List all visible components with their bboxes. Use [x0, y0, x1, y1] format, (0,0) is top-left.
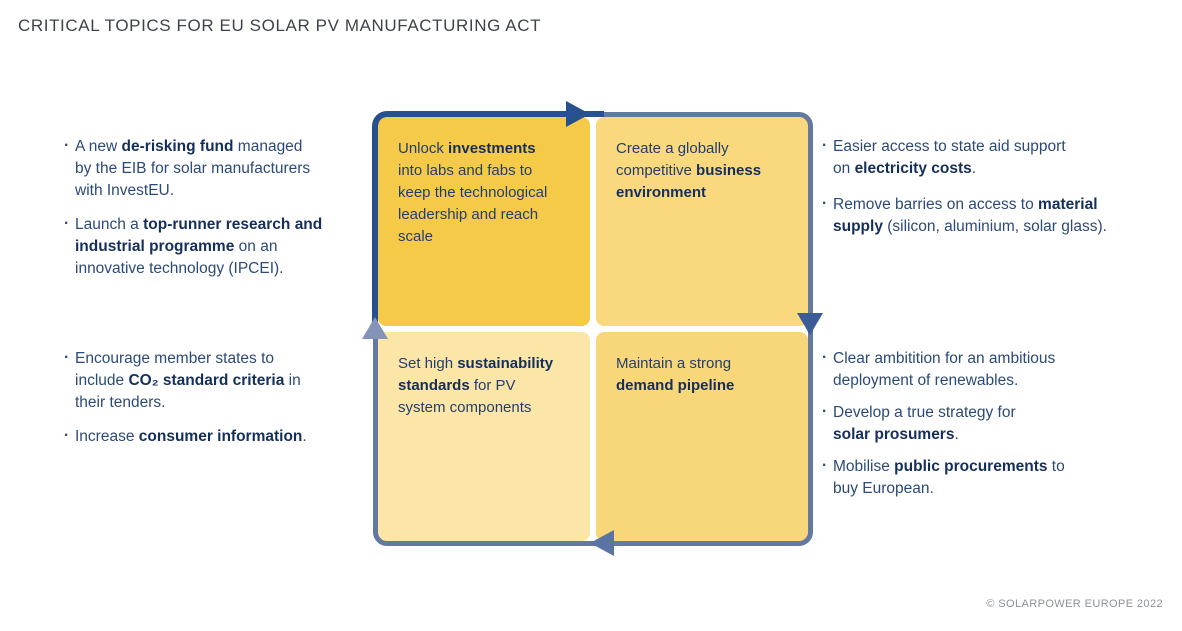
bullet-dot: · [822, 457, 828, 474]
bullet-dot: · [64, 349, 70, 366]
bullet-dot: · [822, 403, 828, 420]
bullet-dot: · [64, 215, 70, 232]
list-item: · Increase consumer information. [64, 426, 394, 448]
bullet-dot: · [64, 427, 70, 444]
bullet-dot: · [822, 349, 828, 366]
list-item-text: Increase consumer information. [75, 428, 307, 445]
page-title: CRITICAL TOPICS FOR EU SOLAR PV MANUFACT… [18, 16, 542, 35]
bullet-dot: · [822, 195, 828, 212]
bullet-dot: · [64, 137, 70, 154]
bullet-dot: · [822, 137, 828, 154]
copyright-note: © SOLARPOWER EUROPE 2022 [986, 598, 1163, 610]
